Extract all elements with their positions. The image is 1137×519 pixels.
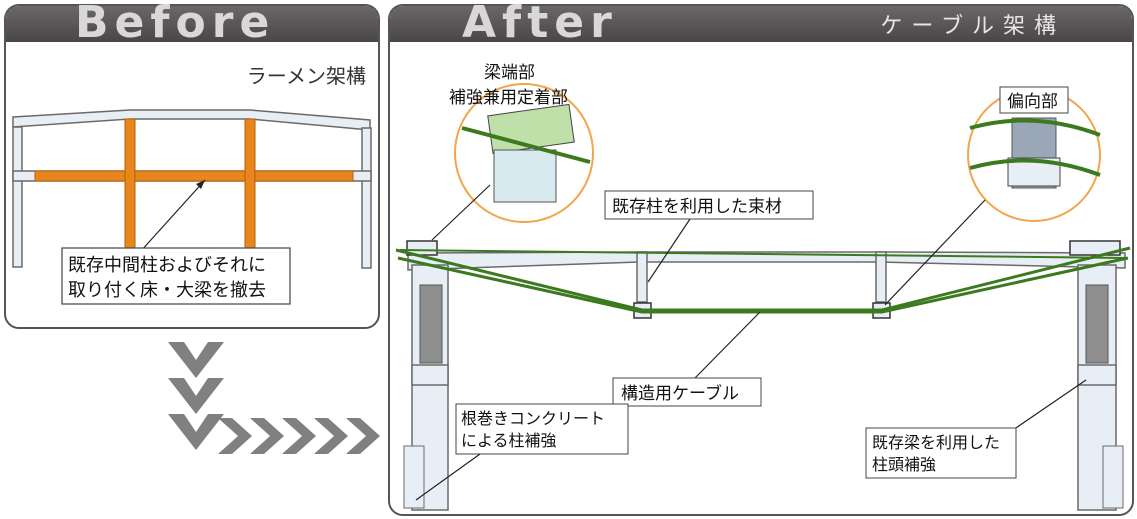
column-concrete — [403, 284, 1124, 509]
deflector-leader — [884, 199, 986, 306]
callout-strut-box — [604, 190, 814, 220]
callout-cable-box — [612, 377, 762, 407]
before-panel: Before ラーメン架構 既存中間柱およびそれに 取り付く床・大梁を撤去 — [4, 0, 380, 329]
after-header-bar — [390, 6, 1132, 42]
callout-cable: 構造用ケーブル — [621, 383, 739, 404]
before-callout-arrowhead — [196, 180, 205, 189]
deflector-cable-lower — [969, 158, 1101, 177]
left-root-concrete — [403, 445, 425, 509]
transition-arrows — [168, 342, 380, 454]
cable-lower-2 — [397, 256, 1129, 314]
right-root-concrete — [1102, 445, 1124, 509]
strut-leader — [647, 218, 691, 283]
head-leader — [1009, 379, 1087, 433]
chevron-right-icon — [282, 418, 316, 454]
chevron-down-icon — [168, 342, 224, 378]
callout-head-line1: 既存梁を利用した — [872, 433, 1000, 452]
removed-members — [34, 118, 354, 270]
callout-root-line1: 根巻きコンクリート — [461, 409, 605, 428]
deflector-cable-upper — [969, 118, 1101, 137]
removed-middle-column-1 — [124, 118, 136, 270]
right-concrete-jacket — [1085, 284, 1109, 364]
chevron-right-icon — [346, 418, 380, 454]
chevron-right-icon — [250, 418, 284, 454]
callout-head-box — [865, 427, 1017, 479]
callout-root-box — [455, 403, 629, 455]
before-callout-line1: 既存中間柱およびそれに — [68, 255, 266, 276]
detail-leader — [431, 184, 491, 241]
callout-strut-group: 既存柱を利用した束材 — [604, 190, 814, 283]
after-panel: After ケーブル架構 — [388, 0, 1134, 516]
callout-beam-end-line2: 補強兼用定着部 — [449, 88, 568, 108]
callout-head-group: 既存梁を利用した 柱頭補強 — [865, 379, 1087, 479]
before-structure-label: ラーメン架構 — [247, 64, 366, 88]
removed-floor-beam — [34, 170, 354, 182]
detail-cable — [461, 126, 591, 164]
after-header-text: After — [462, 0, 618, 48]
right-column-head — [1077, 364, 1117, 386]
removed-middle-column-2 — [244, 118, 256, 270]
callout-strut: 既存柱を利用した束材 — [612, 197, 782, 217]
callout-root-line2: による柱補強 — [461, 431, 557, 450]
callout-deflector: 偏向部 — [1007, 92, 1058, 112]
chevron-down-icon — [168, 414, 224, 450]
strut-right — [875, 251, 887, 303]
right-column — [361, 127, 372, 269]
before-panel-border — [4, 4, 380, 329]
root-leader — [415, 453, 481, 501]
chevron-down-icon — [168, 378, 224, 414]
before-callout-line2: 取り付く床・大梁を撤去 — [68, 280, 266, 301]
cable-leader — [694, 311, 761, 379]
before-callout-box — [61, 247, 291, 305]
strut-left — [636, 251, 648, 303]
before-callout-leader — [139, 179, 206, 253]
callout-beam-end-line1: 梁端部 — [484, 63, 535, 83]
before-header-text: Before — [75, 0, 275, 48]
callout-head-line2: 柱頭補強 — [872, 455, 936, 474]
cable-lower — [395, 246, 1131, 312]
cable-top — [399, 249, 1128, 259]
chevron-right-icon — [314, 418, 348, 454]
callout-deflector-box — [999, 86, 1069, 114]
callout-cable-group: 構造用ケーブル — [612, 311, 762, 407]
left-column-head — [411, 364, 449, 386]
chevron-right-icon — [218, 418, 252, 454]
before-header-bar — [6, 6, 378, 42]
before-callout: 既存中間柱およびそれに 取り付く床・大梁を撤去 — [61, 179, 291, 305]
after-structure-label: ケーブル架構 — [880, 14, 1065, 39]
detail-beam-end: 梁端部 補強兼用定着部 — [431, 63, 594, 241]
detail-deflector: 偏向部 — [884, 86, 1101, 306]
callout-root-group: 根巻きコンクリート による柱補強 — [415, 403, 629, 501]
left-concrete-jacket — [419, 284, 443, 364]
column-cap — [493, 149, 557, 203]
right-anchor — [1069, 240, 1121, 256]
structural-cable — [395, 246, 1131, 314]
left-column — [12, 126, 23, 268]
